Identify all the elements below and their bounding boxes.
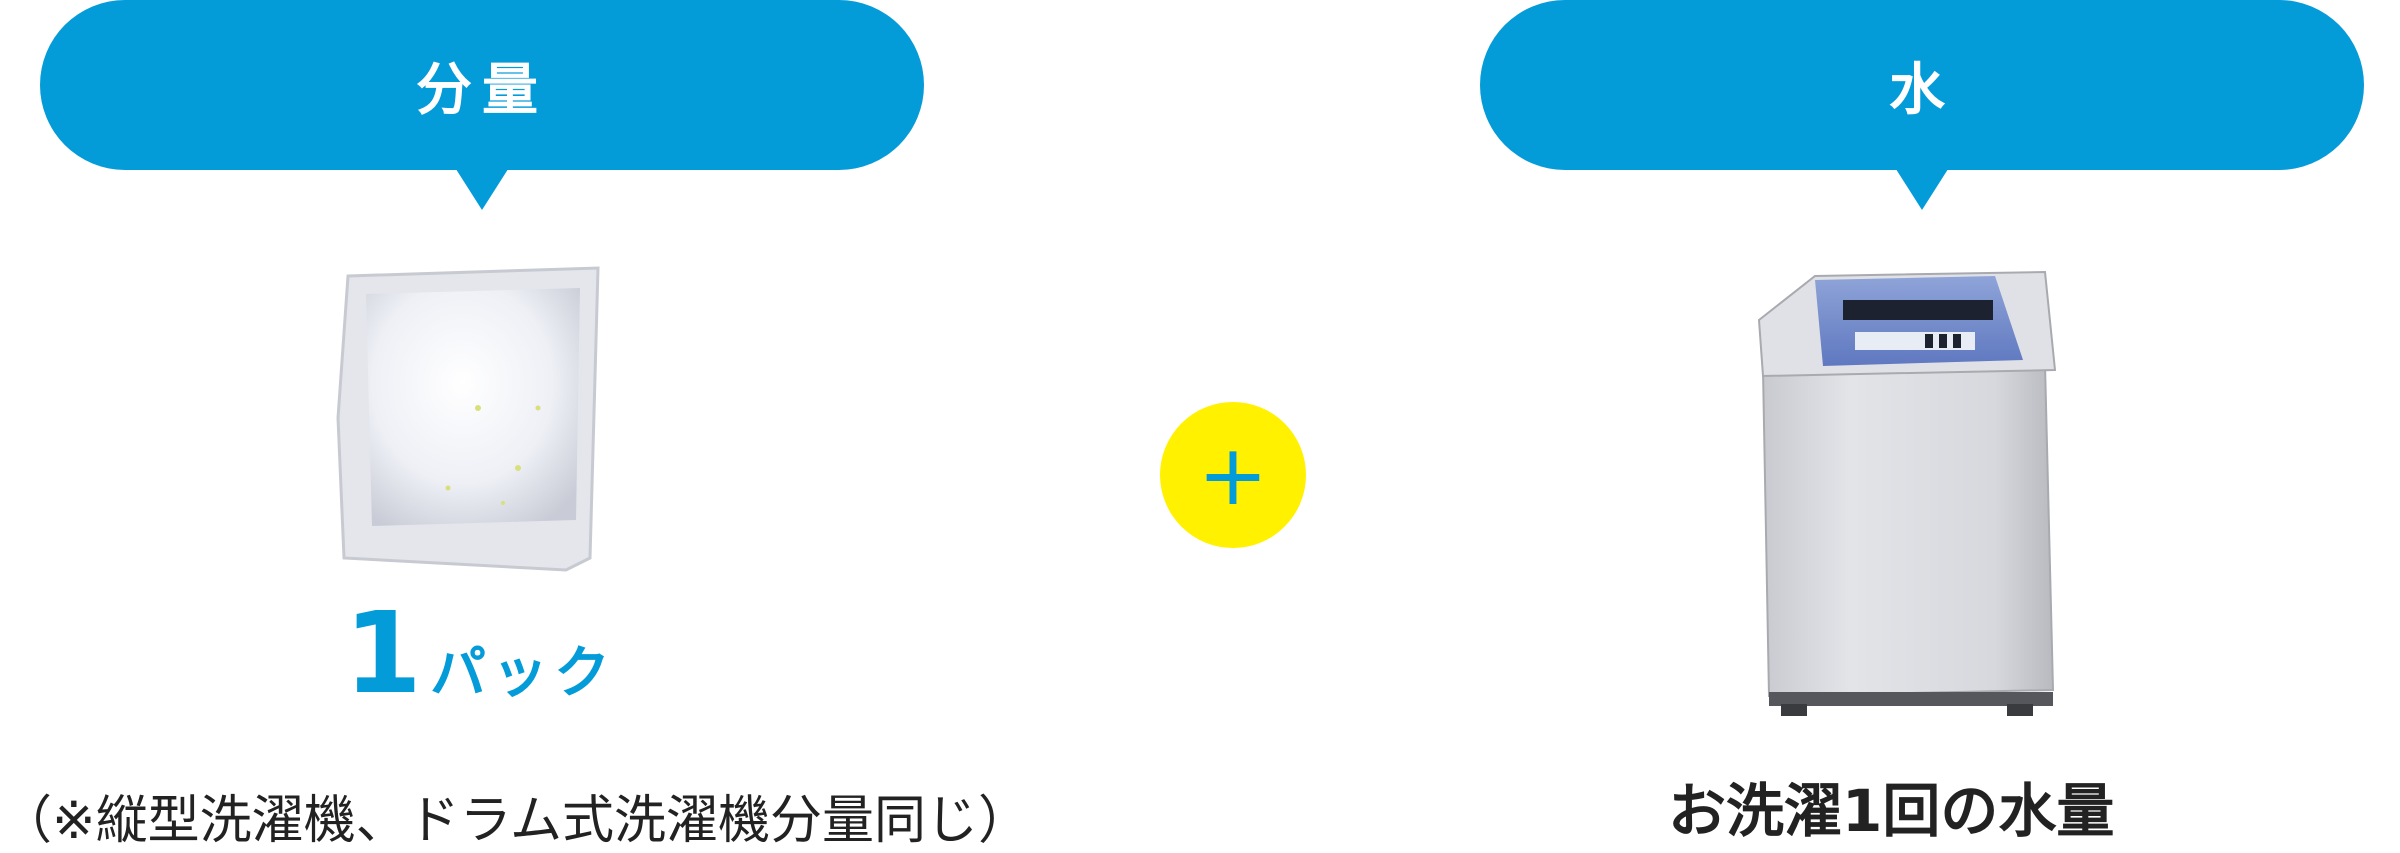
pack-quantity: 1 パック (344, 598, 616, 710)
detergent-pack-image (328, 258, 618, 582)
plus-icon: + (1160, 402, 1306, 548)
washing-machine-image (1745, 260, 2065, 734)
amount-header-bubble: 分量 (40, 0, 924, 210)
water-header-bubble: 水 (1480, 0, 2364, 210)
plus-symbol: + (1197, 426, 1269, 524)
amount-header-title: 分量 (416, 57, 548, 123)
washer-type-note: （※縦型洗濯機、ドラム式洗濯機分量同じ） (0, 791, 1031, 851)
pack-quantity-number: 1 (344, 589, 422, 719)
water-header-title: 水 (1889, 57, 1955, 123)
pack-quantity-unit: パック (429, 641, 616, 706)
water-amount-caption: お洗濯1回の水量 (1668, 777, 2115, 845)
